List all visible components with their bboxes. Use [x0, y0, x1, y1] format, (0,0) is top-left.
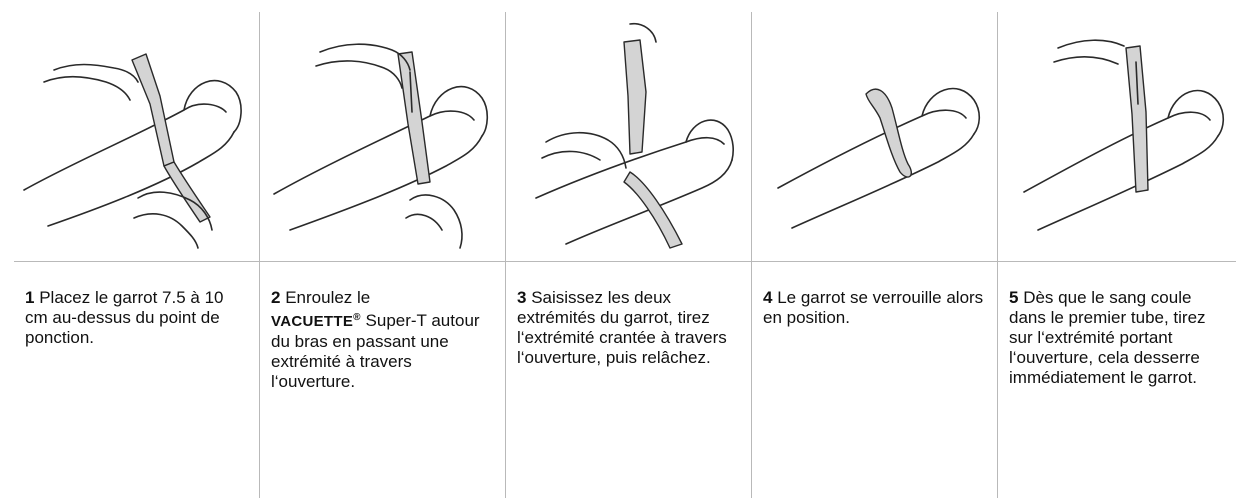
brand-wordmark: VACUETTE: [271, 313, 353, 330]
step-2: 2 Enroulez leVACUETTE® Super-T autour du…: [260, 12, 505, 498]
step-text: Saisissez les deux extrémités du garrot,…: [517, 288, 727, 367]
step-1-illustration: [14, 12, 259, 261]
step-number: 1: [25, 288, 34, 307]
step-3-caption: 3 Saisissez les deux extrémités du garro…: [517, 288, 742, 368]
step-5: 5 Dès que le sang coule dans le premier …: [998, 12, 1236, 498]
step-5-caption: 5 Dès que le sang coule dans le premier …: [1009, 288, 1227, 388]
step-3: 3 Saisissez les deux extrémités du garro…: [506, 12, 751, 498]
step-2-illustration: [260, 12, 505, 261]
step-number: 4: [763, 288, 772, 307]
step-number: 2: [271, 288, 280, 307]
step-1: 1 Placez le garrot 7.5 à 10 cm au-dessus…: [14, 12, 259, 498]
step-4-caption: 4 Le garrot se verrouille alors en posit…: [763, 288, 988, 328]
step-number: 3: [517, 288, 526, 307]
brand-name: VACUETTE®: [271, 313, 361, 330]
step-text: Dès que le sang coule dans le premier tu…: [1009, 288, 1206, 387]
instruction-grid: 1 Placez le garrot 7.5 à 10 cm au-dessus…: [14, 12, 1236, 498]
step-1-caption: 1 Placez le garrot 7.5 à 10 cm au-dessus…: [25, 288, 250, 348]
step-4: 4 Le garrot se verrouille alors en posit…: [752, 12, 997, 498]
step-number: 5: [1009, 288, 1018, 307]
step-text: Le garrot se verrouille alors en positio…: [763, 288, 983, 327]
step-4-illustration: [752, 12, 997, 261]
step-5-illustration: [998, 12, 1236, 261]
step-2-caption: 2 Enroulez leVACUETTE® Super-T autour du…: [271, 288, 496, 392]
step-text: Placez le garrot 7.5 à 10 cm au-dessus d…: [25, 288, 223, 347]
step-text: Enroulez le: [285, 288, 370, 307]
step-3-illustration: [506, 12, 751, 261]
registered-mark: ®: [353, 312, 361, 323]
